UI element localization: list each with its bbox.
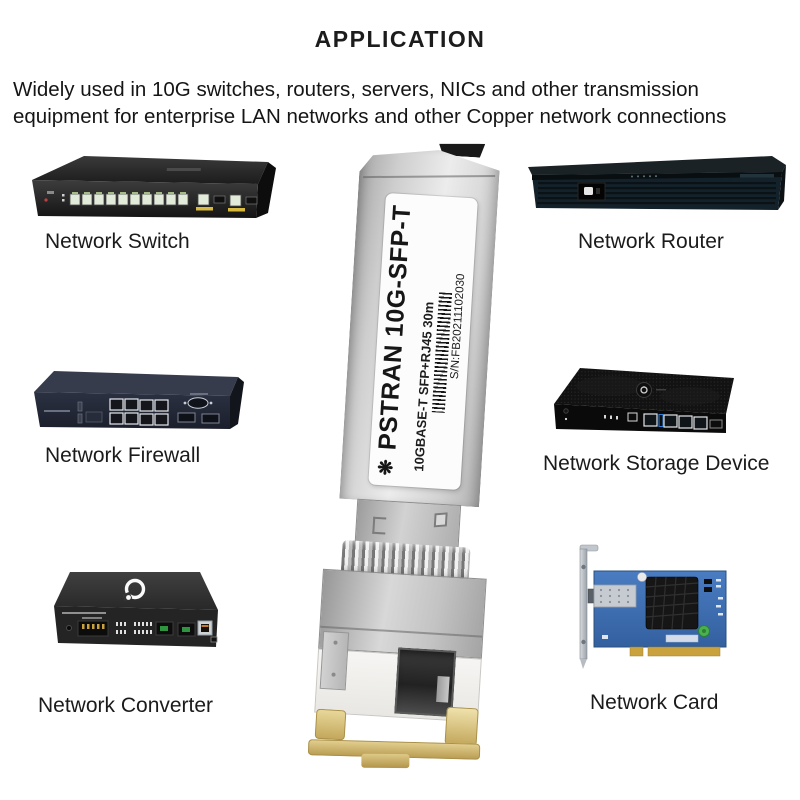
device-label-network-switch: Network Switch [45,230,190,253]
switch-rj45-ports [69,192,189,206]
screw-dot [333,640,338,645]
serial-number-text: S/N:FB20211102030 [448,273,468,380]
rj45-socket [394,647,457,717]
latch-slot [433,512,448,528]
converter-usb-port [210,636,218,643]
network-storage-illustration [554,368,734,433]
firewall-console-port [183,393,213,409]
card-pcie-edge [629,646,721,657]
rj45-housing [314,568,487,723]
transceiver-body: ❋PSTRAN 10G-SFP-T 10GBASE-T SFP+RJ45 30m… [339,145,500,507]
side-plate [319,630,350,691]
brand-logo-icon: ❋ [374,454,398,479]
network-converter-illustration [54,572,218,647]
converter-rj45-port [197,620,213,636]
network-switch-illustration [32,156,276,218]
card-bracket [579,544,599,669]
network-card-illustration [579,544,727,669]
firewall-sfp-slots [177,412,220,424]
device-label-network-storage: Network Storage Device [543,452,770,475]
page-title: APPLICATION [314,26,486,52]
switch-uplink-ports [196,193,258,212]
storage-sfp-slot [709,419,723,429]
product-label: ❋PSTRAN 10G-SFP-T 10GBASE-T SFP+RJ45 30m… [368,193,478,490]
converter-logo [122,578,146,602]
storage-usb-port [658,414,664,427]
network-router-illustration [528,156,786,210]
device-label-network-card: Network Card [590,691,719,714]
description-line-2: equipment for enterprise LAN networks an… [13,105,727,128]
converter-dip-switches [116,622,152,634]
card-sfp-cage [587,584,637,608]
storage-logo [636,382,666,398]
card-heatsink [645,576,699,630]
gold-tongue [361,753,410,769]
sfp-transceiver: ❋PSTRAN 10G-SFP-T 10GBASE-T SFP+RJ45 30m… [305,135,519,779]
firewall-rj45-ports [109,398,169,426]
device-label-network-router: Network Router [578,230,724,253]
gold-right-foot [444,706,479,747]
screw-dot [331,672,336,677]
description: Widely used in 10G switches, routers, se… [13,76,795,130]
storage-rj45-ports [643,413,708,430]
rj45-contact-tab [436,675,450,703]
gold-contacts [307,706,483,769]
gold-left-foot [314,708,347,741]
description-line-1: Widely used in 10G switches, routers, se… [13,78,699,101]
network-firewall-illustration [34,371,244,429]
device-label-network-converter: Network Converter [38,694,214,717]
body-seam [363,175,495,178]
converter-sfp-slots [155,621,196,637]
latch-notch [372,516,387,535]
brand-model-value: PSTRAN 10G-SFP-T [373,204,417,451]
brand-model-text: ❋ PSTRAN 10G-SFP-T [372,204,418,478]
router-power-inlet [577,182,606,201]
device-label-network-firewall: Network Firewall [45,444,201,467]
converter-terminal-block [77,617,109,637]
